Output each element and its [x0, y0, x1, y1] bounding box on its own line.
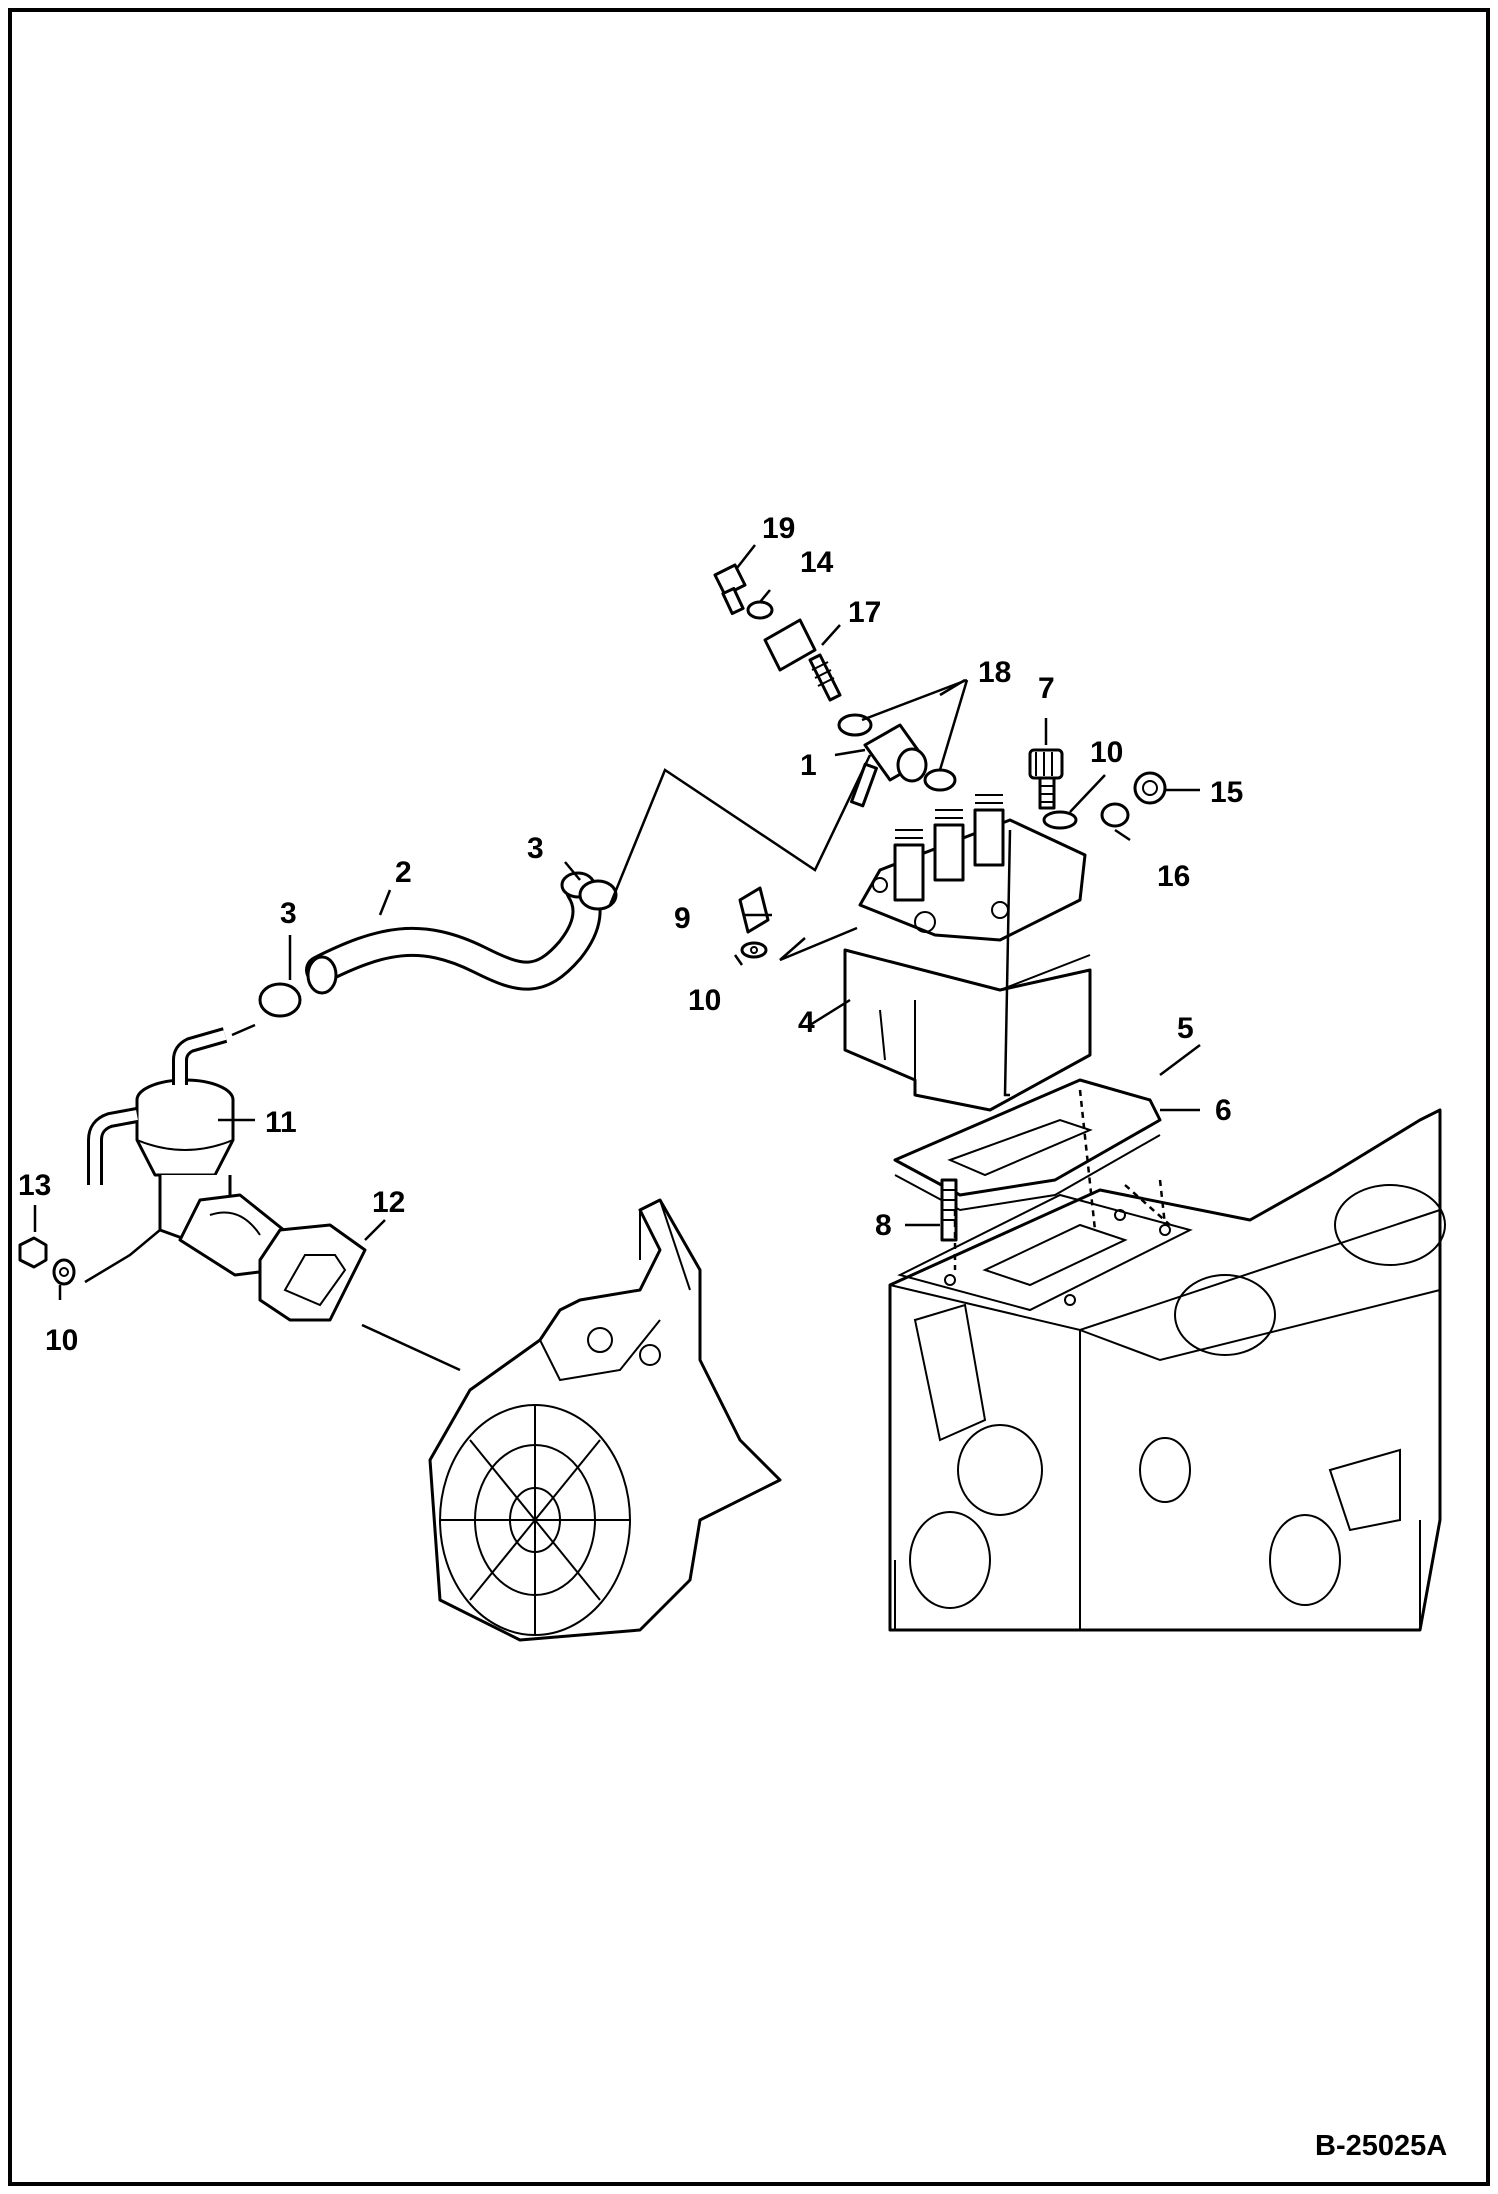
callout-3-right: 3 [527, 832, 544, 865]
callout-10-bottom: 10 [45, 1324, 78, 1357]
leader-lines [33, 544, 1201, 1372]
callout-1: 1 [800, 749, 817, 782]
callout-16: 16 [1157, 860, 1190, 893]
callout-8: 8 [875, 1209, 892, 1242]
callout-10-mid: 10 [688, 984, 721, 1017]
callout-15: 15 [1210, 776, 1243, 809]
callout-5: 5 [1177, 1012, 1194, 1045]
gear-housing [428, 1198, 782, 1642]
nut-13-washer-10 [18, 1236, 76, 1286]
fuel-feed-pump [87, 1027, 367, 1322]
callout-18: 18 [978, 656, 1011, 689]
engine-block [888, 1108, 1446, 1632]
banjo-fittings [713, 563, 957, 808]
bleeder-fittings [1028, 748, 1167, 830]
fuel-hose [258, 871, 618, 1018]
callout-14: 14 [800, 546, 834, 579]
callout-13: 13 [18, 1169, 51, 1202]
callout-2: 2 [395, 856, 412, 889]
callout-3-left: 3 [280, 897, 297, 930]
callout-9: 9 [674, 902, 691, 935]
callout-6: 6 [1215, 1094, 1232, 1127]
callout-11: 11 [265, 1106, 297, 1139]
figure-code: B-25025A [1315, 2130, 1447, 2162]
callout-10-top: 10 [1090, 736, 1123, 769]
callout-7: 7 [1038, 672, 1055, 705]
callout-17: 17 [848, 596, 881, 629]
fitting-9-washer-10 [738, 886, 770, 959]
pump-gaskets [893, 1078, 1162, 1212]
injection-pump [843, 794, 1092, 1112]
callout-labels: 19 14 17 18 7 1 10 15 16 3 2 3 9 10 4 5 … [18, 512, 1243, 1357]
callout-19: 19 [762, 512, 795, 545]
callout-4: 4 [798, 1006, 815, 1039]
diagram-frame [8, 8, 1490, 2186]
callout-12: 12 [372, 1186, 405, 1219]
